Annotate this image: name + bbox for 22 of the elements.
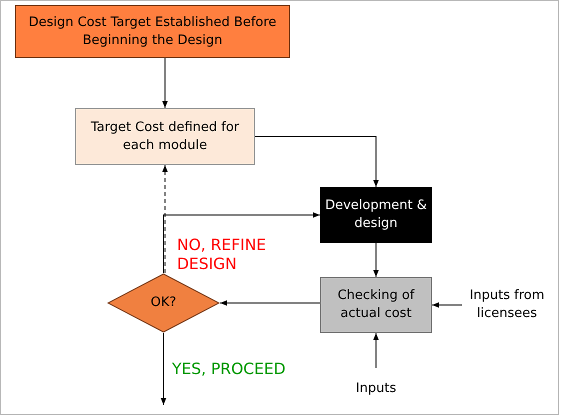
arrow [162, 58, 168, 108]
arrow [220, 300, 320, 306]
node-label: Design Cost Target Established Before Beginning the Design [28, 14, 278, 50]
edge-label: NO, REFINE DESIGN [177, 236, 268, 275]
node-label: Target Cost defined for each module [90, 118, 240, 154]
node-label: Checking of actual cost [336, 287, 416, 323]
arrow [373, 242, 379, 278]
edge-label: YES, PROCEED [172, 360, 287, 380]
arrow [160, 332, 166, 406]
node-label: Inputs from licensees [468, 287, 546, 323]
arrow [163, 212, 320, 274]
arrow [432, 302, 462, 308]
arrow [254, 136, 379, 188]
node-label: Development & design [324, 197, 428, 233]
decision-label: OK? [150, 294, 176, 312]
start-box [15, 5, 290, 58]
node-label: Inputs [356, 380, 396, 398]
process-box [320, 187, 432, 243]
arrow [373, 332, 379, 368]
process-box [75, 108, 255, 165]
process-box [320, 277, 432, 333]
arrow [162, 164, 168, 274]
